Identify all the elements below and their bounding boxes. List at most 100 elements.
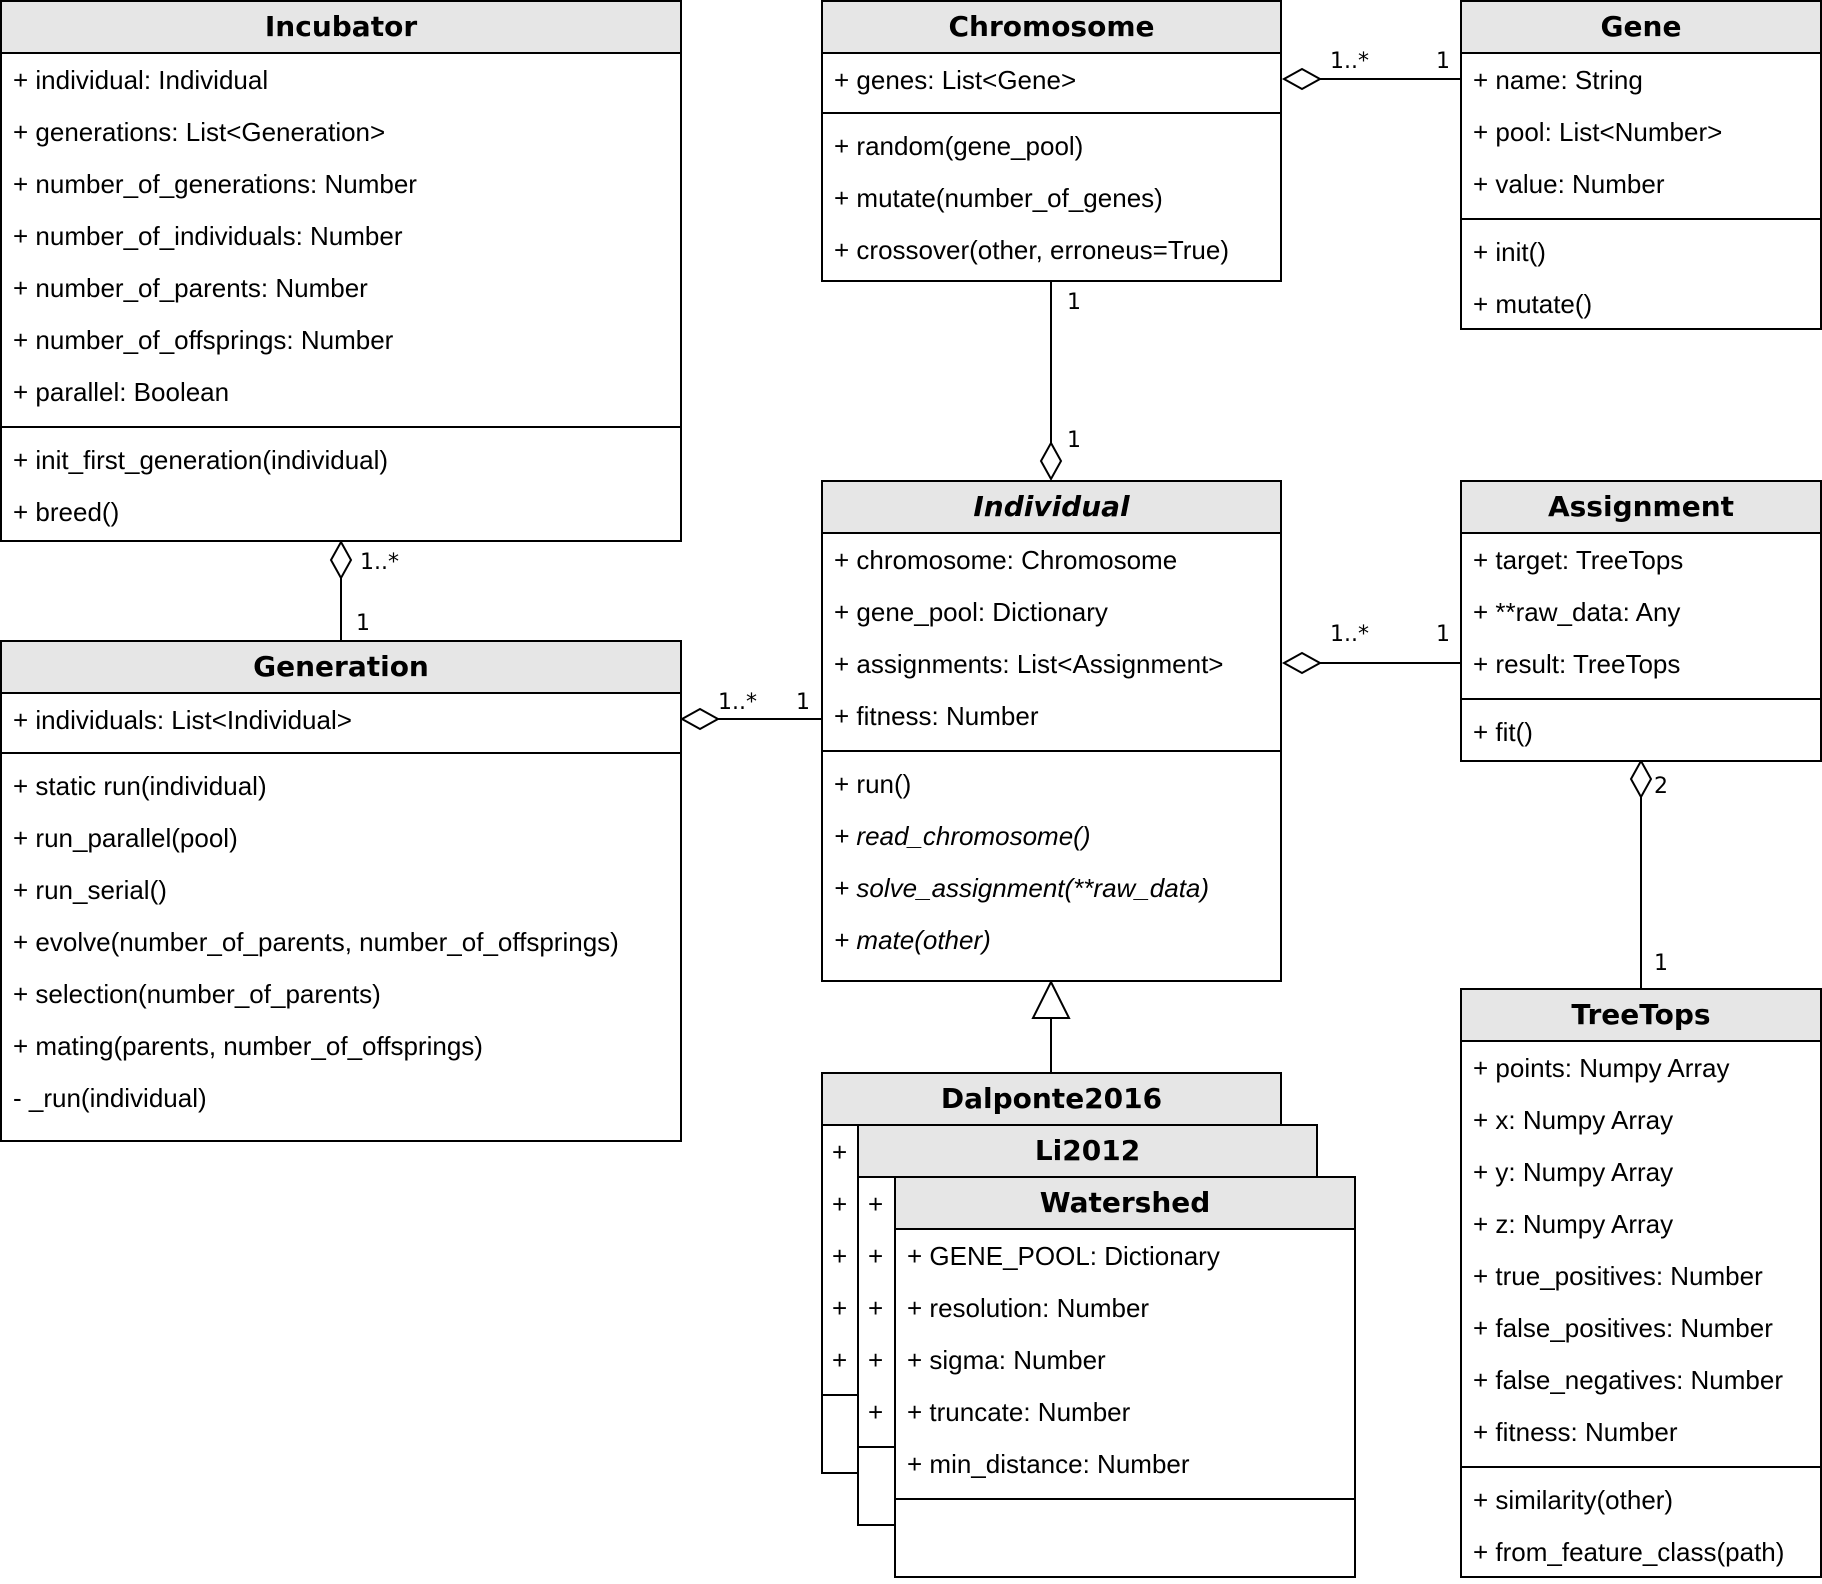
incubator-generation-diamond — [329, 539, 353, 581]
attribute: + — [832, 1189, 848, 1219]
attribute: + **raw_data: Any — [1473, 597, 1681, 627]
attribute: + name: String — [1473, 65, 1643, 95]
attributes-section: + chromosome: Chromosome + gene_pool: Di… — [823, 534, 1280, 750]
attribute: + generations: List<Generation> — [13, 117, 386, 147]
method: + random(gene_pool) — [834, 131, 1084, 161]
attribute: + — [868, 1345, 884, 1375]
multiplicity-incubator-generation-bottom: 1 — [356, 611, 370, 636]
attribute: + fitness: Number — [834, 701, 1039, 731]
attribute: + number_of_individuals: Number — [13, 221, 403, 251]
method: - _run(individual) — [13, 1083, 207, 1113]
method: + crossover(other, erroneus=True) — [834, 235, 1229, 265]
method: + static run(individual) — [13, 771, 267, 801]
method: + fit() — [1473, 717, 1533, 747]
attribute: + number_of_generations: Number — [13, 169, 417, 199]
attribute: + — [832, 1293, 848, 1323]
attribute: + — [868, 1189, 884, 1219]
class-treetops: TreeTops + points: Numpy Array + x: Nump… — [1460, 988, 1822, 1578]
multiplicity-individual-assignment-right: 1 — [1436, 622, 1450, 647]
class-incubator: Incubator + individual: Individual + gen… — [0, 0, 682, 542]
class-chromosome: Chromosome + genes: List<Gene> + random(… — [821, 0, 1282, 282]
attribute: + — [832, 1345, 848, 1375]
multiplicity-chromosome-individual-bottom: 1 — [1067, 428, 1081, 453]
attributes-section: + + + + + — [859, 1178, 1316, 1446]
method: + run_serial() — [13, 875, 167, 905]
class-name: Incubator — [2, 2, 680, 54]
attribute: + y: Numpy Array — [1473, 1157, 1674, 1187]
multiplicity-chromosome-individual-top: 1 — [1067, 290, 1081, 315]
attribute: + number_of_parents: Number — [13, 273, 368, 303]
method: + init_first_generation(individual) — [13, 445, 389, 475]
attribute: + — [868, 1397, 884, 1427]
method: + run_parallel(pool) — [13, 823, 238, 853]
attributes-section: + target: TreeTops + **raw_data: Any + r… — [1462, 534, 1820, 698]
inheritance-triangle — [1031, 979, 1071, 1019]
method: + run() — [834, 769, 912, 799]
class-watershed: Watershed + GENE_POOL: Dictionary + reso… — [894, 1176, 1356, 1578]
attributes-section: + GENE_POOL: Dictionary + resolution: Nu… — [896, 1230, 1354, 1498]
class-name: Li2012 — [859, 1126, 1316, 1178]
individual-assignment-diamond — [1281, 651, 1323, 675]
attributes-section: + + + + + — [823, 1126, 1280, 1394]
method: + evolve(number_of_parents, number_of_of… — [13, 927, 619, 957]
multiplicity-individual-assignment-left: 1..* — [1330, 622, 1369, 647]
methods-section: + init() + mutate() — [1462, 218, 1820, 330]
methods-section: + fit() — [1462, 698, 1820, 758]
attribute: + gene_pool: Dictionary — [834, 597, 1108, 627]
generation-individual-diamond — [679, 707, 721, 731]
class-name: Dalponte2016 — [823, 1074, 1280, 1126]
attribute: + pool: List<Number> — [1473, 117, 1723, 147]
class-name: Assignment — [1462, 482, 1820, 534]
assignment-treetops-diamond — [1629, 758, 1653, 800]
class-name: Individual — [823, 482, 1280, 534]
class-name: Gene — [1462, 2, 1820, 54]
attribute: + true_positives: Number — [1473, 1261, 1763, 1291]
multiplicity-assignment-treetops-top: 2 — [1654, 774, 1668, 799]
multiplicity-chromosome-gene-left: 1..* — [1330, 49, 1369, 74]
class-name: Chromosome — [823, 2, 1280, 54]
method: + breed() — [13, 497, 120, 527]
attributes-section: + individual: Individual + generations: … — [2, 54, 680, 426]
attribute: + — [868, 1241, 884, 1271]
attribute: + assignments: List<Assignment> — [834, 649, 1224, 679]
attribute: + false_positives: Number — [1473, 1313, 1773, 1343]
method: + selection(number_of_parents) — [13, 979, 381, 1009]
method: + mating(parents, number_of_offsprings) — [13, 1031, 483, 1061]
attribute: + result: TreeTops — [1473, 649, 1681, 679]
method: + mutate() — [1473, 289, 1593, 319]
methods-section: + static run(individual) + run_parallel(… — [2, 752, 680, 1124]
class-name: TreeTops — [1462, 990, 1820, 1042]
multiplicity-incubator-generation-top: 1..* — [360, 550, 399, 575]
chromosome-gene-diamond — [1281, 67, 1323, 91]
attribute: + GENE_POOL: Dictionary — [907, 1241, 1220, 1271]
multiplicity-generation-individual-right: 1 — [796, 690, 810, 715]
attribute: + truncate: Number — [907, 1397, 1131, 1427]
attribute: + x: Numpy Array — [1473, 1105, 1674, 1135]
class-name: Watershed — [896, 1178, 1354, 1230]
attributes-section: + name: String + pool: List<Number> + va… — [1462, 54, 1820, 218]
methods-section — [896, 1498, 1354, 1500]
methods-section: + init_first_generation(individual) + br… — [2, 426, 680, 538]
methods-section: + random(gene_pool) + mutate(number_of_g… — [823, 112, 1280, 276]
attribute: + value: Number — [1473, 169, 1665, 199]
class-individual: Individual + chromosome: Chromosome + ge… — [821, 480, 1282, 982]
attributes-section: + individuals: List<Individual> — [2, 694, 680, 752]
multiplicity-generation-individual-left: 1..* — [718, 690, 757, 715]
attribute: + sigma: Number — [907, 1345, 1106, 1375]
attribute: + — [868, 1293, 884, 1323]
method: + init() — [1473, 237, 1546, 267]
attribute: + individuals: List<Individual> — [13, 705, 352, 735]
abstract-method: + mate(other) — [834, 925, 991, 955]
class-gene: Gene + name: String + pool: List<Number>… — [1460, 0, 1822, 330]
attribute: + z: Numpy Array — [1473, 1209, 1674, 1239]
method: + from_feature_class(path) — [1473, 1537, 1785, 1567]
method: + mutate(number_of_genes) — [834, 183, 1163, 213]
class-name: Generation — [2, 642, 680, 694]
attribute: + chromosome: Chromosome — [834, 545, 1178, 575]
attributes-section: + points: Numpy Array + x: Numpy Array +… — [1462, 1042, 1820, 1466]
attribute: + individual: Individual — [13, 65, 269, 95]
attributes-section: + genes: List<Gene> — [823, 54, 1280, 112]
attribute: + resolution: Number — [907, 1293, 1150, 1323]
attribute: + genes: List<Gene> — [834, 65, 1077, 95]
